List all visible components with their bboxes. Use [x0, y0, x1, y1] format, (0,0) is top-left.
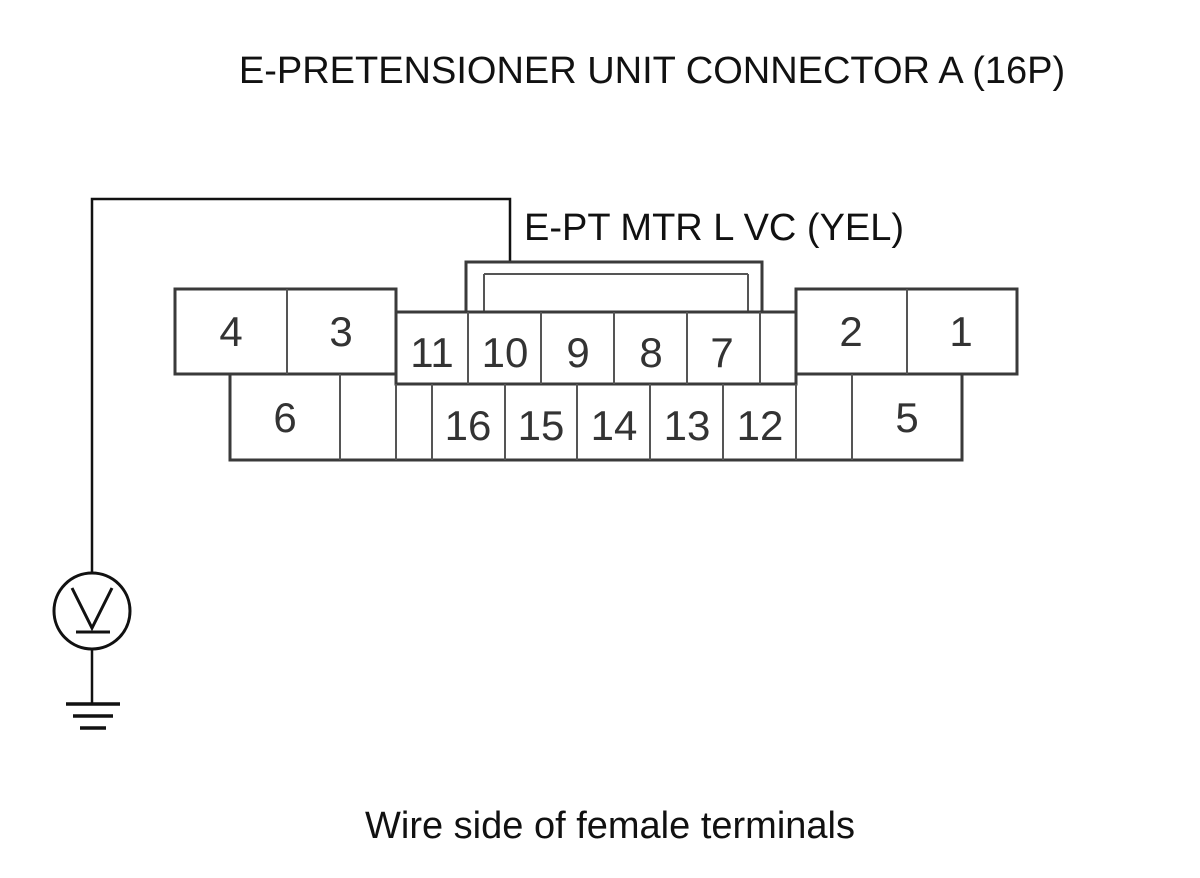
terminal-7: 7 [710, 329, 733, 376]
probe-wire [90, 197, 512, 574]
diagram-title: E-PRETENSIONER UNIT CONNECTOR A (16P) [239, 50, 1065, 92]
terminal-labels: 4 3 11 10 9 8 7 2 1 6 16 15 14 13 12 5 [219, 308, 972, 449]
connector-lock-tab [464, 260, 764, 316]
terminal-16: 16 [445, 402, 492, 449]
terminal-11: 11 [410, 329, 454, 376]
connector-middle-block [394, 310, 798, 386]
terminal-12: 12 [737, 402, 784, 449]
terminal-8: 8 [639, 329, 662, 376]
ground-icon [66, 702, 120, 730]
terminal-15: 15 [518, 402, 565, 449]
wire-label: E-PT MTR L VC (YEL) [524, 207, 904, 249]
connector-body [173, 260, 1019, 462]
terminal-1: 1 [949, 308, 972, 355]
diagram-caption: Wire side of female terminals [365, 805, 855, 847]
voltmeter-icon [52, 571, 132, 651]
terminal-3: 3 [329, 308, 352, 355]
terminal-14: 14 [591, 402, 638, 449]
terminal-6: 6 [273, 394, 296, 441]
connector-left-block [173, 287, 398, 376]
terminal-13: 13 [664, 402, 711, 449]
terminal-10: 10 [482, 329, 529, 376]
terminal-4: 4 [219, 308, 242, 355]
terminal-2: 2 [839, 308, 862, 355]
terminal-9: 9 [566, 329, 589, 376]
terminal-5: 5 [895, 394, 918, 441]
connector-bottom-row [228, 372, 964, 462]
